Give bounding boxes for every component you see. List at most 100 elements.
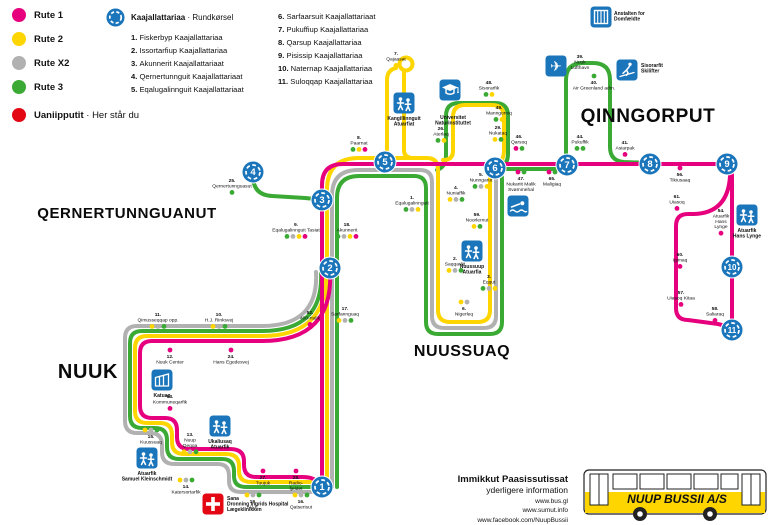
svg-text:Uiasoq Kitaa: Uiasoq Kitaa: [667, 295, 695, 301]
stop-dot-pink: [677, 165, 683, 171]
you-are-here-dot: [12, 108, 26, 122]
svg-text:2: 2: [327, 263, 332, 274]
bus-stop: 44.Pukuffik: [571, 134, 589, 151]
route-3-line: [251, 174, 323, 203]
katuaq-icon: [151, 369, 173, 391]
stop-dot-green: [256, 492, 262, 498]
roundabout-5: 5: [373, 150, 397, 174]
svg-text:Aterlaq: Aterlaq: [433, 131, 449, 137]
roundabout-list-item: 1. Fiskerbyp Kaajallattariaa: [131, 33, 223, 42]
stop-dot-yellow: [181, 449, 187, 455]
svg-text:52.: 52.: [307, 310, 314, 316]
stop-dot-gray: [187, 449, 193, 455]
stop-dot-green: [193, 449, 199, 455]
svg-text:Nukataq: Nukataq: [489, 130, 507, 136]
stop-dot-green: [189, 477, 195, 483]
route-3-line: [335, 166, 504, 489]
stop-dot-green: [477, 224, 483, 229]
svg-text:10.: 10.: [216, 312, 223, 318]
svg-text:Eqalugalinnguit: Eqalugalinnguit: [395, 200, 429, 206]
hospital-icon: [202, 493, 224, 515]
svg-text:18.: 18.: [344, 222, 351, 228]
legend-route-item: Rute 1: [12, 8, 90, 22]
svg-text:15.: 15.: [148, 434, 155, 440]
stop-dot-green: [493, 117, 499, 122]
stop-dot-pink: [718, 230, 724, 236]
stop-dot-green: [284, 234, 290, 239]
stop-dot-gray: [409, 207, 415, 212]
stop-dot-gray: [290, 234, 296, 239]
roundabout-1: 1: [310, 475, 334, 499]
stop-dot-yellow: [210, 324, 216, 329]
stop-dot-yellow: [177, 477, 183, 483]
svg-text:Tuujuk: Tuujuk: [256, 480, 271, 486]
bus-stop: 15.Kuussuaq: [140, 427, 162, 445]
prison-label: Anstalten for: [614, 11, 645, 17]
stop-dot-green: [552, 169, 558, 175]
svg-text:Qimusseqqap opp.: Qimusseqqap opp.: [137, 317, 178, 323]
bus-stop: 60.Igimaq: [673, 252, 688, 269]
svg-text:Manngorniq: Manngorniq: [486, 110, 512, 116]
svg-text:Asiarpak: Asiarpak: [615, 145, 635, 151]
roundabout-3: 3: [310, 188, 334, 212]
bus-stop: 18.Akunnerit: [335, 222, 359, 239]
svg-text:13.: 13.: [187, 432, 194, 438]
svg-text:65.: 65.: [549, 176, 556, 182]
svg-text:17.: 17.: [342, 306, 349, 312]
svg-text:✈: ✈: [550, 58, 562, 74]
svg-text:8.: 8.: [357, 135, 362, 141]
svg-text:Eqalugalinnguit Tasiat: Eqalugalinnguit Tasiat: [272, 227, 320, 233]
route-label: Rute 3: [34, 81, 64, 93]
svg-text:Nuniaffik: Nuniaffik: [447, 190, 466, 196]
svg-text:Hans Egedesvej: Hans Egedesvej: [213, 359, 249, 365]
area-label: NUUK: [58, 361, 118, 383]
svg-text:Saliaraq: Saliaraq: [706, 311, 724, 317]
route-1-line: [138, 268, 333, 486]
stop-dot-yellow: [484, 184, 490, 189]
svg-text:1: 1: [319, 482, 325, 493]
stop-dot-green: [403, 207, 409, 212]
stop-dot-yellow: [471, 224, 477, 229]
bus-stop: 49.Manngorniq: [486, 105, 512, 122]
you-are-here-legend: Uaniipputit · Her står du: [12, 108, 139, 122]
bus-logo: NUUP BUSSII A/S: [583, 469, 767, 521]
stop-dot-pink: [677, 264, 683, 269]
stop-dot-pink: [307, 322, 313, 327]
svg-text:24.: 24.: [228, 354, 235, 360]
route-2-line: [402, 70, 415, 160]
roundabout-11: 11: [720, 318, 744, 342]
svg-text:Qajaasat: Qajaasat: [386, 56, 406, 62]
svg-text:Tikiusaaq: Tikiusaaq: [670, 177, 691, 183]
stop-dot-green: [521, 169, 527, 175]
svg-text:Sarfannguaq: Sarfannguaq: [331, 311, 359, 317]
svg-text:Air Greenland adm.: Air Greenland adm.: [573, 85, 615, 91]
svg-text:44.: 44.: [577, 134, 584, 140]
info-block: Immikkut Paasissutissat yderligere infor…: [458, 474, 568, 525]
bus-stop: 3.Eqqut: [480, 274, 498, 291]
svg-text:Qernertunnguasut: Qernertunnguasut: [212, 183, 252, 189]
prison-icon: [590, 6, 612, 28]
bus-stop: 48.Sisorarfik: [479, 80, 500, 97]
bus-stop: 5.Nunngarut: [470, 172, 493, 189]
svg-text:26.: 26.: [438, 126, 445, 132]
stop-dot-green: [348, 318, 354, 323]
svg-text:Nunngarut: Nunngarut: [470, 177, 493, 183]
bus-stop: 11.Qimusseqqap opp.: [137, 312, 179, 329]
stop-dot-green: [304, 492, 310, 498]
svg-text:Igimaq: Igimaq: [673, 257, 688, 263]
stop-dot-yellow: [296, 234, 302, 239]
stop-dot-pink: [678, 302, 684, 307]
stop-dot-yellow: [336, 318, 342, 323]
ski-icon: [616, 59, 638, 81]
info-link: www.bus.gl: [535, 498, 568, 505]
svg-text:Maligiaq: Maligiaq: [543, 181, 561, 187]
svg-text:Hans: Hans: [715, 219, 727, 225]
svg-text:54.: 54.: [718, 208, 725, 214]
svg-text:11.: 11.: [155, 312, 162, 318]
stop-dot-pink: [622, 152, 628, 157]
svg-text:Sisorarfik: Sisorarfik: [479, 85, 500, 91]
stop-dot-pink: [674, 206, 680, 211]
